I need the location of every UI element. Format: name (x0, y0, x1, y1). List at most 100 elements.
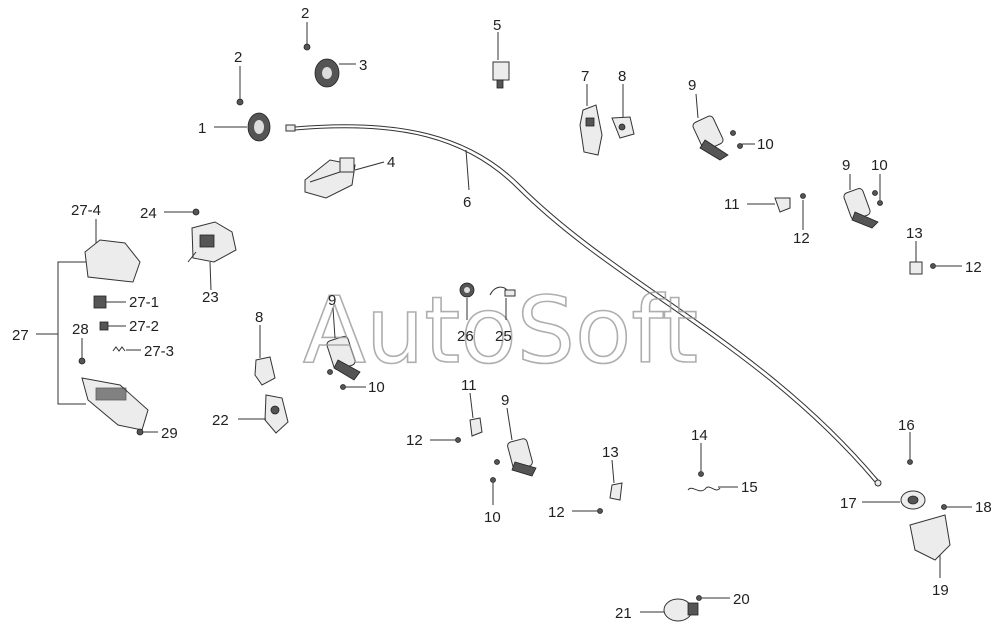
part-10-screw-c (872, 190, 878, 196)
label-27-4: 27-4 (71, 202, 101, 219)
label-8-top: 8 (618, 68, 626, 85)
label-2-top: 2 (301, 5, 309, 22)
label-16: 16 (898, 417, 915, 434)
part-11-clip-a (774, 197, 791, 213)
part-12-screw-a (800, 193, 806, 199)
label-9-center: 9 (501, 392, 509, 409)
part-12-screw-d (597, 508, 603, 514)
label-10-center: 10 (484, 509, 501, 526)
part-14-screw (698, 471, 704, 477)
part-2-bolt (236, 98, 244, 106)
label-13-right: 13 (906, 225, 923, 242)
label-27-2: 27-2 (129, 318, 159, 335)
part-5-switch (492, 61, 510, 89)
part-10-screw-d (877, 200, 883, 206)
part-7-bracket (579, 104, 603, 156)
part-3-grommet (314, 58, 340, 88)
label-27: 27 (12, 327, 29, 344)
part-10-screw-e (327, 369, 333, 375)
part-21-motor (663, 598, 699, 622)
label-12-right: 12 (793, 230, 810, 247)
label-12-bottom: 12 (548, 504, 565, 521)
label-9-center-left: 9 (328, 292, 336, 309)
part-16-bolt (907, 459, 913, 465)
label-18: 18 (975, 499, 992, 516)
label-20: 20 (733, 591, 750, 608)
part-1-grommet (247, 112, 271, 142)
leader-lines (36, 22, 972, 613)
part-27-3-spring (112, 346, 126, 352)
part-9-motor-center-left (326, 335, 361, 381)
label-11-center: 11 (461, 377, 477, 394)
label-3: 3 (359, 57, 367, 74)
part-9-motor-right (843, 188, 879, 229)
label-29: 29 (161, 425, 178, 442)
label-14: 14 (691, 427, 708, 444)
part-22-latch (264, 394, 289, 434)
label-28: 28 (72, 321, 89, 338)
label-9-right: 9 (842, 157, 850, 174)
part-27-4-cover (84, 239, 141, 283)
label-7: 7 (581, 68, 589, 85)
label-11-right: 11 (724, 196, 740, 213)
part-10-screw-h (490, 477, 496, 483)
part-27-handle-assembly (81, 377, 149, 431)
part-10-screw-b (737, 143, 743, 149)
part-13-clip-a (909, 261, 923, 275)
label-10-center-left: 10 (368, 379, 385, 396)
part-10-screw-f (340, 384, 346, 390)
part-12-screw-c (455, 437, 461, 443)
label-27-1: 27-1 (129, 294, 159, 311)
part-19-bracket (909, 514, 951, 561)
label-21: 21 (615, 605, 632, 622)
label-26: 26 (457, 328, 474, 345)
part-2-bolt-upper (303, 43, 311, 51)
label-22: 22 (212, 412, 229, 429)
label-24: 24 (140, 205, 157, 222)
label-1: 1 (198, 120, 206, 137)
label-10-top: 10 (757, 136, 774, 153)
part-8-bracket-left (254, 356, 276, 386)
label-19: 19 (932, 582, 949, 599)
label-8-left: 8 (255, 309, 263, 326)
part-cable (285, 124, 882, 487)
part-27-2-clip (99, 321, 109, 331)
part-10-screw-a (730, 130, 736, 136)
part-15-spring (687, 486, 721, 492)
part-10-screw-g (494, 459, 500, 465)
part-13-clip-b (609, 482, 623, 501)
watermark-text: AutoSoft (303, 277, 698, 384)
part-26-grommet (459, 282, 475, 298)
part-9-motor-top (692, 115, 729, 161)
label-2-left: 2 (234, 49, 242, 66)
label-15: 15 (741, 479, 758, 496)
part-8-bracket-top (611, 116, 635, 139)
part-20-screw (696, 595, 702, 601)
label-6: 6 (463, 194, 471, 211)
part-23-latch (187, 221, 237, 263)
label-4: 4 (387, 154, 395, 171)
label-10-right: 10 (871, 157, 888, 174)
label-12-far-right: 12 (965, 259, 982, 276)
callout-labels: 1 2 2 3 4 5 6 7 8 9 10 11 12 9 10 13 12 … (12, 5, 992, 622)
label-9-top: 9 (688, 77, 696, 94)
part-9-motor-center (507, 438, 537, 477)
part-12-screw-b (930, 263, 936, 269)
label-23: 23 (202, 289, 219, 306)
label-25: 25 (495, 328, 512, 345)
part-17-bushing (900, 490, 926, 510)
part-4-actuator (304, 157, 356, 199)
part-25-wire-connector (489, 286, 516, 297)
part-27-1-clip (93, 295, 107, 309)
label-27-3: 27-3 (144, 343, 174, 360)
part-24-screw (192, 208, 200, 216)
label-17: 17 (840, 495, 857, 512)
label-13-center: 13 (602, 444, 619, 461)
label-12-center: 12 (406, 432, 423, 449)
label-5: 5 (493, 17, 501, 34)
part-29-screw (136, 428, 144, 436)
part-18-screw (941, 504, 947, 510)
part-28-screw (78, 357, 86, 365)
part-11-clip-b (469, 417, 483, 437)
